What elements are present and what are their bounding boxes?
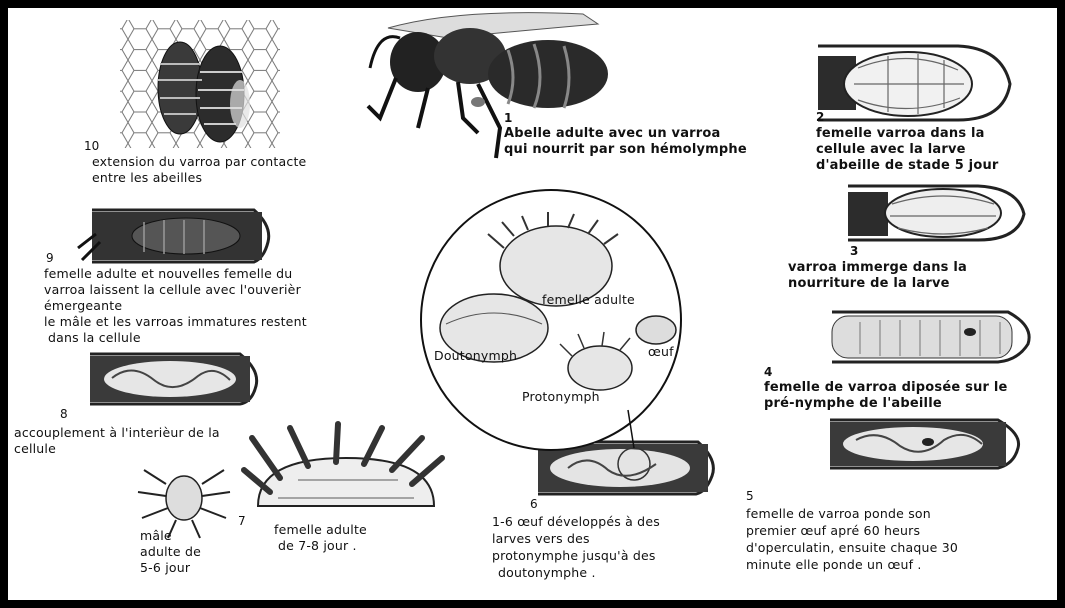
stage-3-caption-line1: varroa immerge dans la [788, 260, 967, 276]
cell-9-figure [78, 210, 269, 262]
female-label-line2: de 7-8 jour . [278, 538, 357, 554]
stage-3-caption-line2: nourriture de la larve [788, 276, 950, 292]
stage-1-caption-line2: qui nourrit par son hémolymphe [504, 142, 747, 158]
stage-6-number: 6 [530, 497, 538, 511]
stage-6-caption-line1: 1-6 œuf développés à des [492, 514, 660, 530]
stage-3-number: 3 [850, 244, 858, 258]
stage-8-number: 8 [60, 407, 68, 421]
development-circle [421, 190, 681, 450]
stage-6-caption-line4: doutonymphe . [498, 565, 596, 581]
stage-4-number: 4 [764, 365, 772, 379]
cell-4-figure [832, 312, 1029, 362]
stage-10-caption-line2: entre les abeilles [92, 170, 202, 186]
stage-8-caption-line2: cellule [14, 441, 56, 457]
stage-10-number: 10 [84, 139, 99, 153]
stage-9-caption-line4: le mâle et les varroas immatures restent [44, 314, 307, 330]
stage-6-caption-line3: protonymphe jusqu'à des [492, 548, 656, 564]
cell-8-figure [90, 354, 257, 404]
stage-9-caption-line3: émergeante [44, 298, 122, 314]
stage-2-caption-line1: femelle varroa dans la [816, 126, 985, 142]
stage-5-caption-line2: premier œuf apré 60 heurs [746, 523, 920, 539]
stage-9-caption-line5: dans la cellule [48, 330, 141, 346]
circle-label-egg: œuf [648, 344, 674, 360]
male-label-line1: mâle [140, 528, 172, 544]
stage-9-number: 9 [46, 251, 54, 265]
stage-4-caption-line2: pré-nymphe de l'abeille [764, 396, 942, 412]
stage-4-caption-line1: femelle de varroa diposée sur le [764, 380, 1008, 396]
stage-2-caption-line3: d'abeille de stade 5 jour [816, 158, 999, 174]
cell-3-figure [848, 186, 1024, 240]
comb-bees-figure [120, 20, 280, 148]
stage-6-caption-line2: larves vers des [492, 531, 590, 547]
circle-label-protonymph: Protonymph [522, 389, 600, 405]
male-label-line2: adulte de [140, 544, 201, 560]
stage-5-number: 5 [746, 489, 754, 503]
stage-5-caption-line1: femelle de varroa ponde son [746, 506, 931, 522]
stage-5-caption-line3: d'operculatin, ensuite chaque 30 [746, 540, 958, 556]
male-label-line3: 5-6 jour [140, 560, 190, 576]
stage-5-caption-line4: minute elle ponde un œuf . [746, 557, 922, 573]
stage-7-number: 7 [238, 514, 246, 528]
circle-label-adult-female: femelle adulte [542, 292, 635, 308]
stage-10-caption-line1: extension du varroa par contacte [92, 154, 306, 170]
stage-8-caption-line1: accouplement à l'interièur de la [14, 425, 220, 441]
mites-figure [138, 424, 442, 538]
diagram-canvas: 1 Abelle adulte avec un varroa qui nourr… [8, 8, 1057, 600]
stage-2-number: 2 [816, 110, 824, 124]
stage-9-caption-line1: femelle adulte et nouvelles femelle du [44, 266, 292, 282]
stage-9-caption-line2: varroa laissent la cellule avec l'ouveri… [44, 282, 301, 298]
stage-2-caption-line2: cellule avec la larve [816, 142, 966, 158]
cell-5-figure [830, 420, 1019, 468]
circle-label-deutonymph: Doutonymph [434, 348, 517, 364]
stage-1-number: 1 [504, 111, 512, 125]
cell-2-figure [818, 46, 1010, 120]
stage-1-caption-line1: Abelle adulte avec un varroa [504, 126, 721, 142]
female-label-line1: femelle adulte [274, 522, 367, 538]
